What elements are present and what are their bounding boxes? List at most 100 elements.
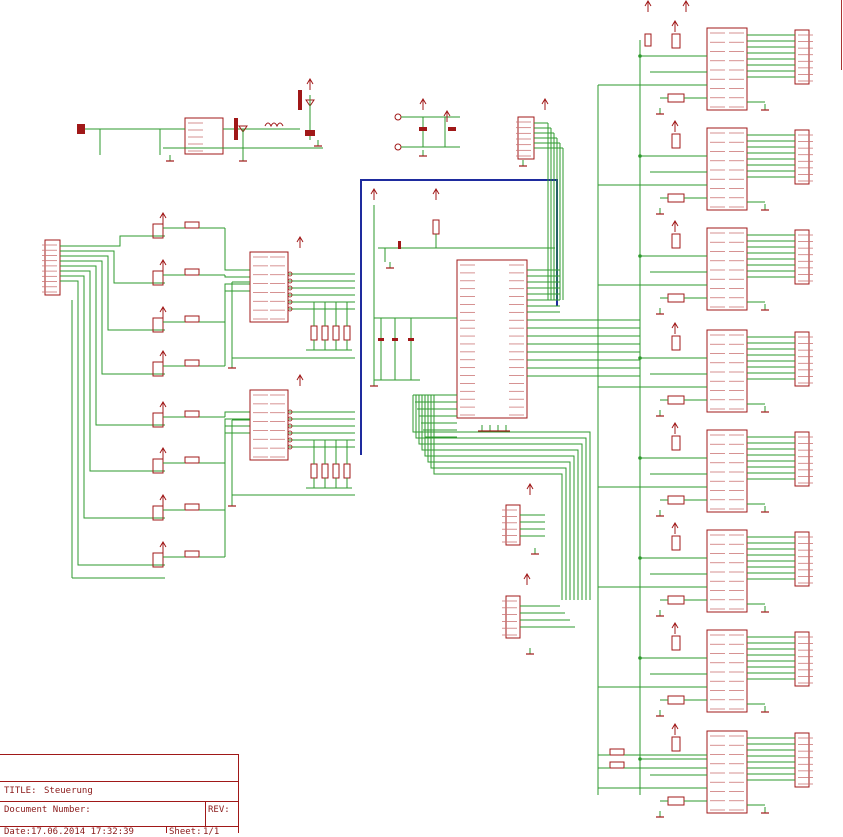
capacitor	[448, 127, 456, 131]
supply-arrow	[159, 259, 167, 266]
supply-arrow	[671, 322, 679, 329]
driver-ic	[706, 629, 748, 713]
title-value: Steuerung	[44, 786, 93, 796]
driver-pins-left	[710, 32, 725, 108]
wire	[430, 395, 567, 600]
supply-arrow	[159, 494, 167, 501]
supply-arrow	[296, 374, 304, 381]
sheet-value: 1/1	[203, 827, 220, 837]
resistor	[184, 456, 200, 464]
resistor	[184, 550, 200, 558]
output-connector	[794, 129, 810, 185]
output-connector	[794, 229, 810, 285]
supply-arrow	[671, 220, 679, 227]
input-transistor	[152, 317, 164, 333]
supply-arrow	[296, 236, 304, 243]
supply-arrow	[541, 98, 549, 105]
capacitor-box	[671, 635, 681, 651]
title-block-frame	[0, 754, 239, 833]
resistor	[321, 325, 329, 341]
header-pins	[502, 509, 517, 543]
output-pins	[798, 336, 813, 384]
capacitor-bar	[234, 118, 238, 140]
wire-input	[60, 255, 165, 331]
driver-ic	[706, 429, 748, 513]
test-point	[394, 143, 402, 151]
supply-arrow	[682, 0, 690, 7]
supply-arrow	[370, 188, 378, 195]
resistor	[310, 463, 318, 479]
driver-ic	[706, 27, 748, 111]
diode	[238, 125, 248, 133]
wire	[418, 395, 583, 600]
input-transistor	[152, 270, 164, 286]
pin-circle	[287, 299, 293, 305]
capacitor	[398, 241, 401, 249]
header-pins	[516, 121, 531, 157]
supply-arrow	[671, 622, 679, 629]
shift-register-pins-left	[253, 256, 268, 320]
capacitor-box	[671, 133, 681, 149]
wire	[412, 395, 591, 600]
supply-arrow	[159, 350, 167, 357]
resistor	[184, 359, 200, 367]
input-transistor	[152, 458, 164, 474]
pin-circle	[287, 423, 293, 429]
output-pins	[798, 636, 813, 684]
reset-resistor	[432, 219, 440, 235]
junction-dot	[638, 54, 642, 58]
supply-arrow	[671, 723, 679, 730]
supply-arrow	[159, 401, 167, 408]
output-connector	[794, 331, 810, 387]
sheet-label: Sheet:	[169, 827, 202, 837]
wire-input	[60, 275, 165, 519]
output-pins	[798, 34, 813, 82]
driver-ic	[706, 127, 748, 211]
pin-circle	[287, 416, 293, 422]
driver-pins-left	[710, 634, 725, 710]
driver-pins-left	[710, 334, 725, 410]
dc-jack	[77, 124, 85, 134]
pin-circle	[287, 271, 293, 277]
input-transistor	[152, 223, 164, 239]
driver-pins-left	[710, 735, 725, 811]
output-pins	[798, 536, 813, 584]
voltage-regulator-ic	[184, 117, 224, 155]
wire	[424, 395, 575, 600]
supply-arrow	[159, 306, 167, 313]
programming-header	[517, 116, 535, 160]
pin-circle	[287, 285, 293, 291]
wire-input	[60, 235, 165, 247]
resistor	[609, 748, 625, 756]
resistor	[310, 325, 318, 341]
wire	[224, 283, 250, 322]
shift-register-ic	[249, 251, 289, 323]
regulator-pins	[188, 122, 203, 152]
driver-pins-left	[710, 434, 725, 510]
capacitor-box	[671, 33, 681, 49]
header-pins	[502, 600, 517, 636]
junction-dot	[638, 556, 642, 560]
decoupling-cap	[667, 796, 685, 806]
output-pins	[798, 436, 813, 484]
capacitor-bar	[298, 90, 302, 110]
driver-ic	[706, 730, 748, 814]
capacitor	[419, 127, 427, 131]
resistor	[332, 463, 340, 479]
decoupling-cap	[667, 495, 685, 505]
wire	[224, 275, 250, 278]
decoupling-cap	[667, 93, 685, 103]
junction-dot	[638, 154, 642, 158]
driver-pins-right	[729, 32, 744, 108]
resistor	[184, 315, 200, 323]
resistor	[184, 410, 200, 418]
shift-register-ic	[249, 389, 289, 461]
resistor	[184, 268, 200, 276]
frame-line-right	[841, 0, 842, 70]
capacitor	[378, 338, 384, 341]
pin-circle	[287, 437, 293, 443]
capacitor	[392, 338, 398, 341]
driver-pins-right	[729, 735, 744, 811]
document-number-label: Document Number:	[4, 805, 91, 815]
driver-ic	[706, 529, 748, 613]
